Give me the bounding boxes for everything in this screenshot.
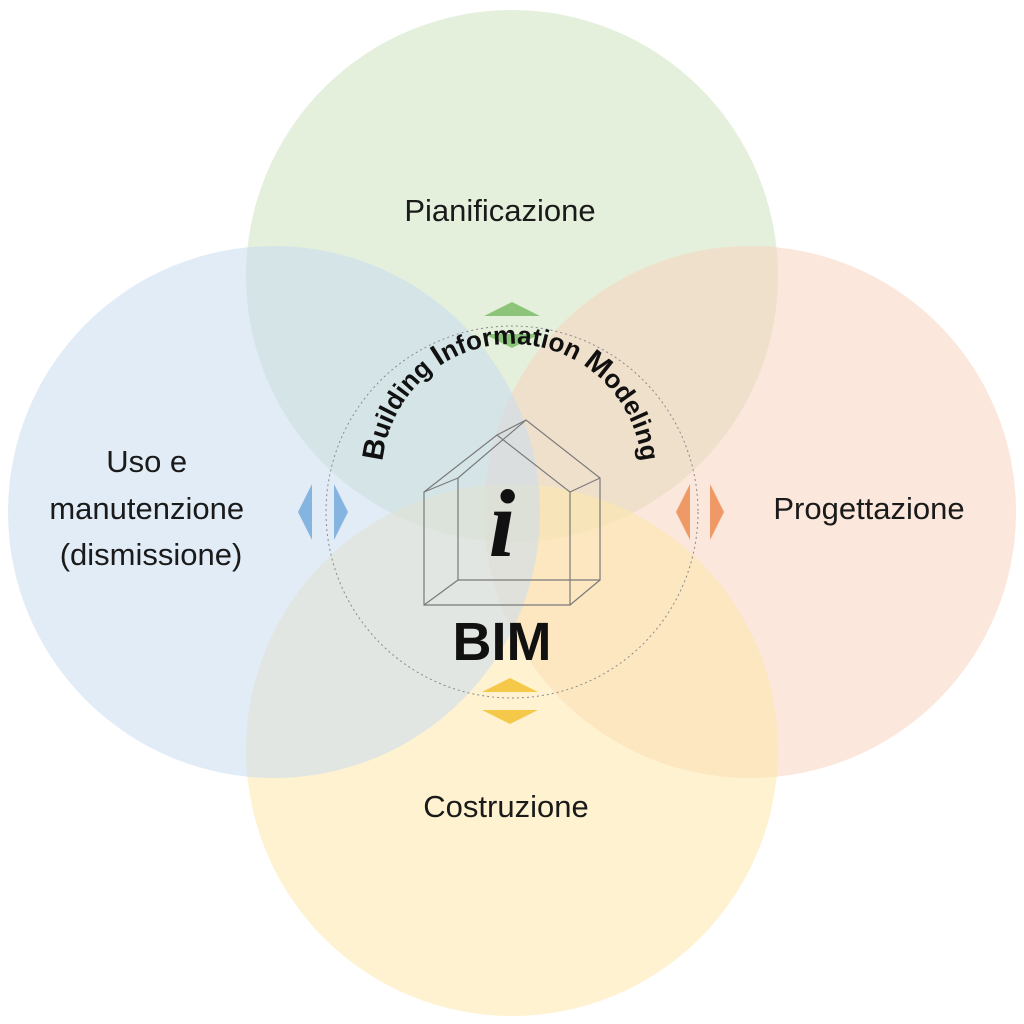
arrow-bottom-down-icon <box>482 710 538 724</box>
label-uso-line-3: (dismissione) <box>60 537 243 572</box>
house-wireframe-icon <box>423 419 601 606</box>
arrow-left-right-icon <box>334 484 348 540</box>
arrow-top-down-icon <box>484 334 540 348</box>
label-progettazione: Progettazione <box>773 491 964 526</box>
arrow-top <box>484 302 540 348</box>
arrow-right-right-icon <box>710 484 724 540</box>
bim-title: BIM <box>453 612 552 672</box>
label-pianificazione: Pianificazione <box>404 193 595 228</box>
label-costruzione: Costruzione <box>423 789 588 824</box>
arrow-top-up-icon <box>484 302 540 316</box>
arrow-bottom <box>482 678 538 724</box>
center-dotted-circle <box>325 325 699 699</box>
arrow-bottom-up-icon <box>482 678 538 692</box>
circle-uso-manutenzione <box>8 246 540 778</box>
label-uso-line-1: Uso e <box>106 444 187 479</box>
arrow-left <box>298 484 348 540</box>
information-i-icon: i <box>489 470 516 577</box>
phase-circles <box>8 10 1016 1016</box>
arrow-left-left-icon <box>298 484 312 540</box>
arrow-right-left-icon <box>676 484 690 540</box>
label-uso-manutenzione: Uso e manutenzione (dismissione) <box>49 444 252 572</box>
arrow-right <box>676 484 724 540</box>
label-uso-line-2: manutenzione <box>49 491 244 526</box>
